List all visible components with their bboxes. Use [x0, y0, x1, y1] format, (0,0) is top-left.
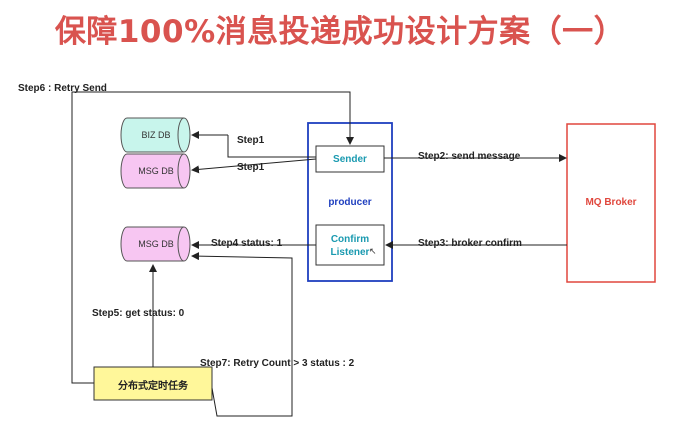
msg-db-bottom-label: MSG DB [138, 239, 174, 249]
step7-label: Step7: Retry Count > 3 status : 2 [200, 358, 355, 369]
scheduler-label: 分布式定时任务 [118, 381, 188, 392]
biz-db-node [120, 117, 191, 153]
confirm-listener-label-2: Listener [330, 247, 370, 258]
step4-label: Step4 status: 1 [211, 238, 283, 249]
step1-label-b: Step1 [237, 162, 265, 173]
step2-label: Step2: send message [418, 151, 521, 162]
mq-broker-label: MQ Broker [585, 197, 637, 208]
page-title: 保障100%消息投递成功设计方案（一） [54, 14, 626, 50]
step6-label: Step6 : Retry Send [18, 83, 107, 94]
msg-db-top-node [120, 153, 191, 189]
msg-db-top-label: MSG DB [138, 166, 174, 176]
sender-label: Sender [333, 154, 367, 165]
step1-arrow-msg [191, 158, 317, 174]
step5-label: Step5: get status: 0 [92, 308, 185, 319]
producer-label: producer [328, 197, 372, 208]
step7-arrow [191, 252, 293, 417]
msg-db-bottom-node [120, 226, 191, 262]
step1-connector [227, 135, 316, 158]
scheduler-box [93, 366, 213, 401]
confirm-listener-box [315, 224, 385, 266]
biz-db-label: BIZ DB [141, 130, 171, 140]
cursor-icon: ↖ [369, 246, 377, 256]
step1-label-a: Step1 [237, 135, 265, 146]
mq-broker-box [566, 123, 656, 283]
step3-label: Step3: broker confirm [418, 238, 522, 249]
step6-arrow [71, 91, 354, 384]
confirm-listener-label-1: Confirm [330, 234, 370, 245]
